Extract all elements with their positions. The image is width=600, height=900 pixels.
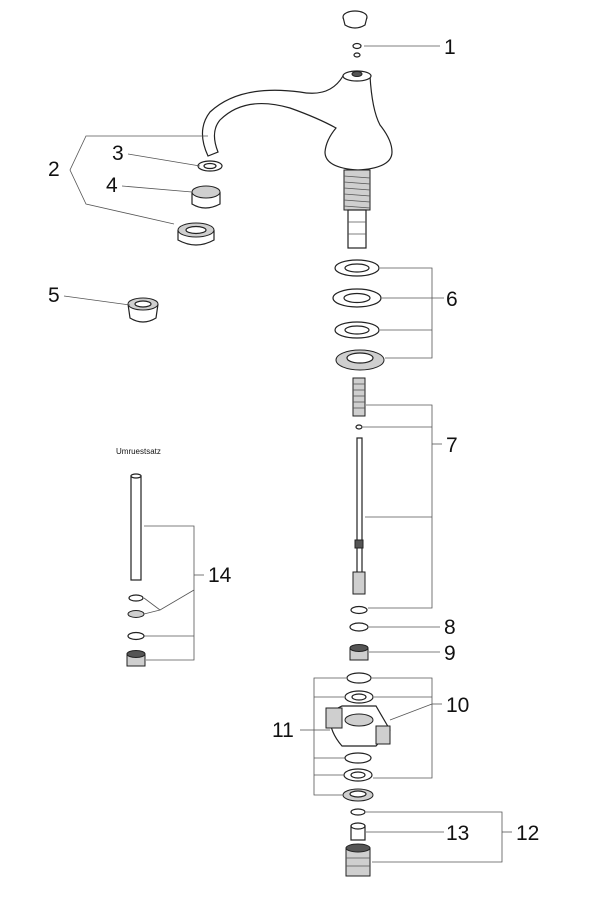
- callout-4: 4: [106, 174, 118, 197]
- rod-assembly: [352, 377, 366, 595]
- aerator-group: [177, 160, 223, 246]
- connector-group: [345, 808, 371, 877]
- callout-6: 6: [446, 288, 458, 311]
- callout-2: 2: [48, 158, 60, 181]
- spout-body: [201, 70, 393, 249]
- shank-threads: [343, 175, 371, 209]
- callout-13: 13: [446, 822, 469, 845]
- cap-part: [342, 10, 368, 58]
- aerator-part-5: [127, 297, 159, 323]
- callouts: 1 2 3 4 5 6 7 8 9 10 11 12 13 14 Umruest…: [48, 36, 539, 845]
- callout-12: 12: [516, 822, 539, 845]
- valve-body-group: [325, 672, 391, 802]
- callout-7: 7: [446, 434, 458, 457]
- callout-8: 8: [444, 616, 456, 639]
- callout-1: 1: [444, 36, 456, 59]
- nut-part-9: [349, 644, 369, 661]
- callout-14: 14: [208, 564, 232, 587]
- callout-9: 9: [444, 642, 456, 665]
- callout-3: 3: [112, 142, 124, 165]
- conversion-kit: [126, 473, 146, 667]
- leader-lines: [63, 45, 512, 863]
- callout-5: 5: [48, 284, 60, 307]
- callout-11: 11: [272, 719, 294, 742]
- callout-10: 10: [446, 694, 469, 717]
- o-ring-part-8: [349, 605, 369, 632]
- kit-label: Umruestsatz: [116, 447, 161, 456]
- washer-stack: [332, 259, 385, 371]
